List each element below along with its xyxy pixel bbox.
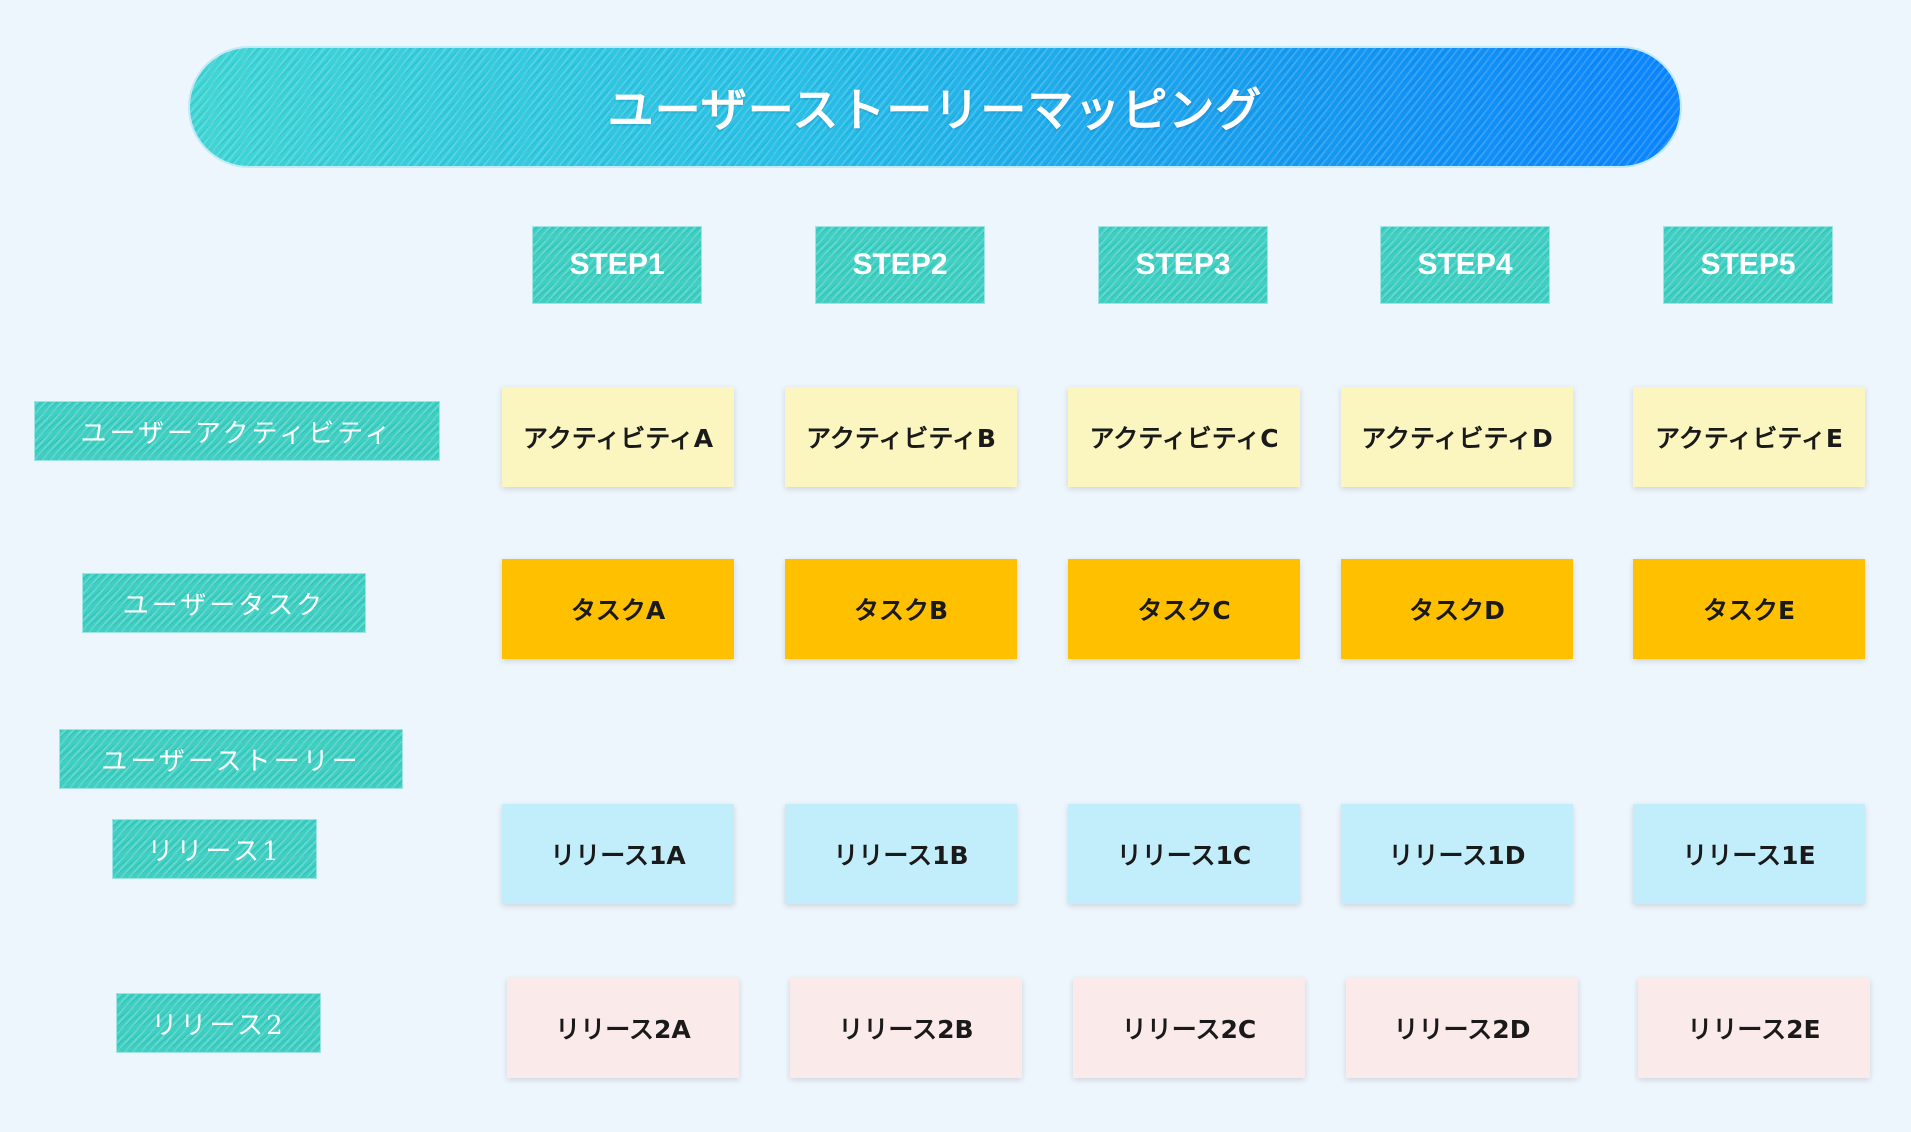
task-card-c[interactable]: タスクC xyxy=(1068,559,1300,659)
release1-card-b[interactable]: リリース1B xyxy=(785,804,1017,904)
release2-card-b[interactable]: リリース2B xyxy=(790,978,1022,1078)
activity-card-e[interactable]: アクティビティE xyxy=(1633,387,1865,487)
task-card-b[interactable]: タスクB xyxy=(785,559,1017,659)
release2-card-d[interactable]: リリース2D xyxy=(1346,978,1578,1078)
row-label-user-task: ユーザータスク xyxy=(83,574,365,632)
task-card-a[interactable]: タスクA xyxy=(502,559,734,659)
row-label-release2: リリース2 xyxy=(117,994,320,1052)
step-header-2: STEP2 xyxy=(816,227,984,303)
release2-card-e[interactable]: リリース2E xyxy=(1638,978,1870,1078)
title-banner: ユーザーストーリーマッピング xyxy=(190,48,1680,166)
row-label-release1: リリース1 xyxy=(113,820,316,878)
activity-card-d[interactable]: アクティビティD xyxy=(1341,387,1573,487)
task-card-e[interactable]: タスクE xyxy=(1633,559,1865,659)
release2-card-c[interactable]: リリース2C xyxy=(1073,978,1305,1078)
page-title: ユーザーストーリーマッピング xyxy=(607,83,1263,137)
activity-card-b[interactable]: アクティビティB xyxy=(785,387,1017,487)
step-header-4: STEP4 xyxy=(1381,227,1549,303)
row-label-user-activity: ユーザーアクティビティ xyxy=(35,402,439,460)
release1-card-e[interactable]: リリース1E xyxy=(1633,804,1865,904)
release2-card-a[interactable]: リリース2A xyxy=(507,978,739,1078)
release1-card-d[interactable]: リリース1D xyxy=(1341,804,1573,904)
step-header-3: STEP3 xyxy=(1099,227,1267,303)
task-card-d[interactable]: タスクD xyxy=(1341,559,1573,659)
step-header-5: STEP5 xyxy=(1664,227,1832,303)
release1-card-c[interactable]: リリース1C xyxy=(1068,804,1300,904)
step-header-1: STEP1 xyxy=(533,227,701,303)
row-label-user-story: ユーザーストーリー xyxy=(60,730,402,788)
activity-card-a[interactable]: アクティビティA xyxy=(502,387,734,487)
activity-card-c[interactable]: アクティビティC xyxy=(1068,387,1300,487)
release1-card-a[interactable]: リリース1A xyxy=(502,804,734,904)
